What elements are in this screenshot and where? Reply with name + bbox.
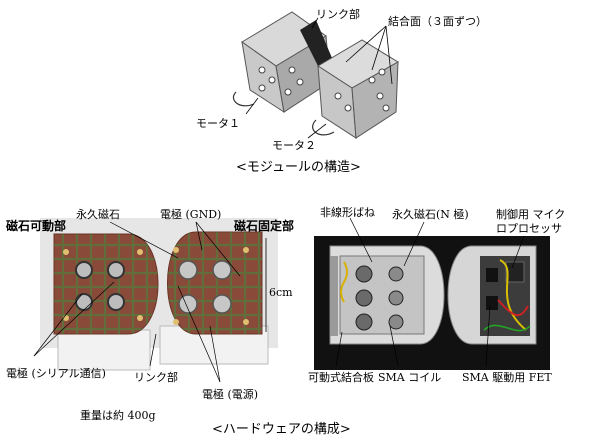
cube-2-hole <box>334 92 342 100</box>
dimension-label: 6cm <box>269 286 293 299</box>
cube-2-hole <box>368 76 376 84</box>
sma-fet <box>486 296 498 310</box>
permanent-magnet <box>107 261 125 279</box>
cube-1-hole <box>258 84 266 92</box>
magnet-fixed-label: 磁石固定部 <box>234 219 295 233</box>
link-part-label: リンク部 <box>134 371 178 384</box>
permanent-magnet <box>107 293 125 311</box>
permanent-magnet-n <box>388 290 404 306</box>
lower-housing <box>57 329 151 371</box>
microprocessor-label-line-2: ロプロセッサ <box>496 222 562 235</box>
cube-1-hole <box>284 88 292 96</box>
faces-leader <box>385 25 393 85</box>
movable-coupling-plate <box>330 256 338 336</box>
sma-fet <box>486 268 498 282</box>
microprocessor-label-line-1: 制御用 マイク <box>496 208 566 221</box>
sma-coil <box>355 289 373 307</box>
permanent-magnet <box>178 294 198 314</box>
faces-leader <box>345 25 387 63</box>
motor-1-rotation-arrow <box>232 91 255 107</box>
electrode-power-label: 電極 (電源) <box>202 388 259 401</box>
cube-1-hole <box>268 76 276 84</box>
sma-coil-label: SMA コイル <box>378 371 442 384</box>
permanent-magnet-n-label: 永久磁石(N 極) <box>392 208 469 221</box>
permanent-magnet-label: 永久磁石 <box>76 208 120 221</box>
weight-label: 重量は約 400g <box>80 409 156 422</box>
permanent-magnet <box>212 260 232 280</box>
cube-1-hole <box>258 66 266 74</box>
motor-1-label: モータ１ <box>196 117 240 130</box>
cube-2-hole <box>378 68 386 76</box>
cube-2-hole <box>344 104 352 112</box>
cube-1-hole <box>296 78 304 86</box>
cube-2-hole <box>376 92 384 100</box>
motor-1-leader <box>245 97 259 115</box>
permanent-magnet-n <box>388 266 404 282</box>
link-label: リンク部 <box>316 8 360 21</box>
link-part <box>300 20 332 66</box>
motor-2-leader <box>307 123 327 139</box>
electrode-gnd-label: 電極 (GND) <box>160 208 222 221</box>
cube-2-hole <box>382 104 390 112</box>
faces-label: 結合面（３面ずつ） <box>388 15 487 28</box>
permanent-magnet <box>212 294 232 314</box>
cube-1-hole <box>288 66 296 74</box>
movable-coupling-plate-label: 可動式結合板 <box>308 371 374 384</box>
permanent-magnet <box>75 261 93 279</box>
microprocessor <box>505 261 525 283</box>
motor-2-label: モータ２ <box>272 139 316 152</box>
sma-fet-label: SMA 駆動用 FET <box>462 371 552 384</box>
magnet-movable-label: 磁石可動部 <box>6 219 67 233</box>
permanent-magnet <box>178 260 198 280</box>
faces-leader <box>371 25 387 71</box>
link-leader <box>311 17 319 29</box>
sma-coil <box>355 313 373 331</box>
motor-2-rotation-arrow <box>312 119 335 136</box>
electrode-serial-label: 電極 (シリアル通信) <box>6 367 106 380</box>
sma-coil <box>355 265 373 283</box>
permanent-magnet-n <box>388 314 404 330</box>
hardware-caption: <ハードウェアの構成> <box>212 422 351 437</box>
nonlinear-spring-label: 非線形ばね <box>320 206 375 219</box>
structure-caption: <モジュールの構造> <box>236 160 361 175</box>
